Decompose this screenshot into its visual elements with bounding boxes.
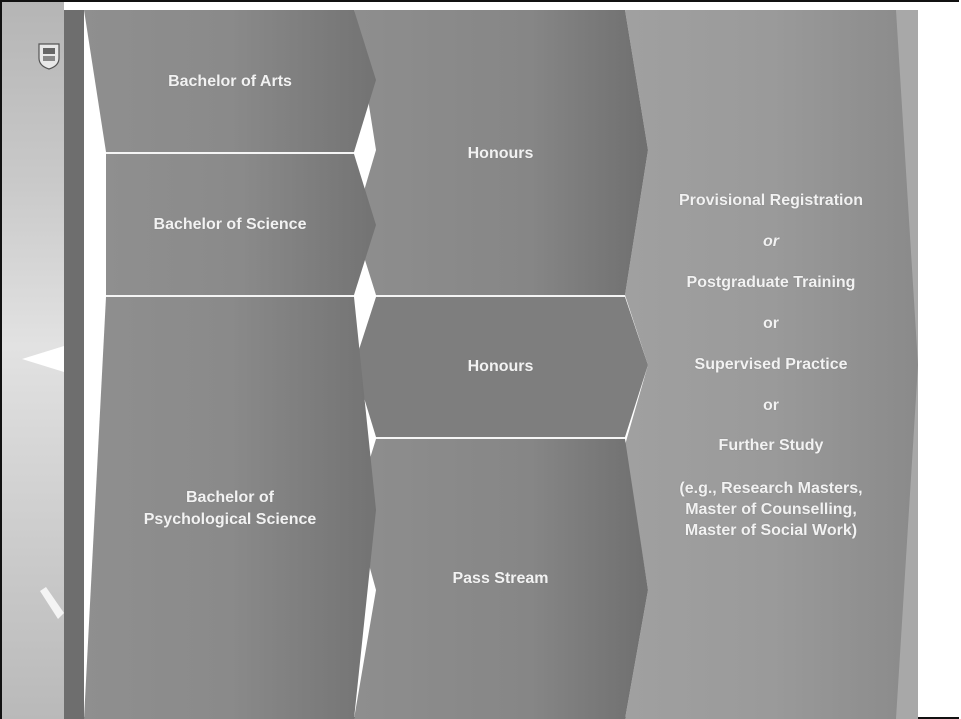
label-bachelor-of-science: Bachelor of Science <box>153 216 307 233</box>
left-dark-band <box>64 10 84 719</box>
label-bachelor-of-arts: Bachelor of Arts <box>168 73 292 90</box>
pen-icon <box>40 587 64 619</box>
label-examples-line2: Master of Counselling, <box>685 501 857 518</box>
arts-block <box>84 10 376 152</box>
psych-block <box>84 297 376 719</box>
divider-arts-science <box>106 152 354 154</box>
pass-stream-block <box>354 439 648 719</box>
label-supervised-practice: Supervised Practice <box>694 356 848 373</box>
outcomes-column <box>625 10 918 719</box>
label-or-2: or <box>763 315 779 332</box>
label-or-3: or <box>763 397 779 414</box>
label-provisional-registration: Provisional Registration <box>678 192 864 209</box>
divider-honours-pass <box>376 437 625 439</box>
label-postgraduate-training: Postgraduate Training <box>686 274 856 291</box>
divider-science-psych <box>106 295 354 297</box>
label-examples-line3: Master of Social Work) <box>684 522 858 539</box>
label-further-study: Further Study <box>718 437 824 454</box>
label-or-1: or <box>763 233 779 250</box>
label-honours-lower: Honours <box>467 358 534 375</box>
divider-honours <box>376 295 625 297</box>
university-crest-icon <box>38 43 60 70</box>
label-psych-line2: Psychological Science <box>143 511 317 528</box>
label-honours-upper: Honours <box>467 145 534 162</box>
label-pass-stream: Pass Stream <box>452 570 549 587</box>
left-arrow-icon <box>22 346 64 372</box>
science-block <box>106 154 376 295</box>
label-psych-line1: Bachelor of <box>185 489 274 506</box>
honours-lower-block <box>354 297 648 437</box>
label-examples-line1: (e.g., Research Masters, <box>679 480 863 497</box>
honours-upper-block <box>354 10 648 295</box>
